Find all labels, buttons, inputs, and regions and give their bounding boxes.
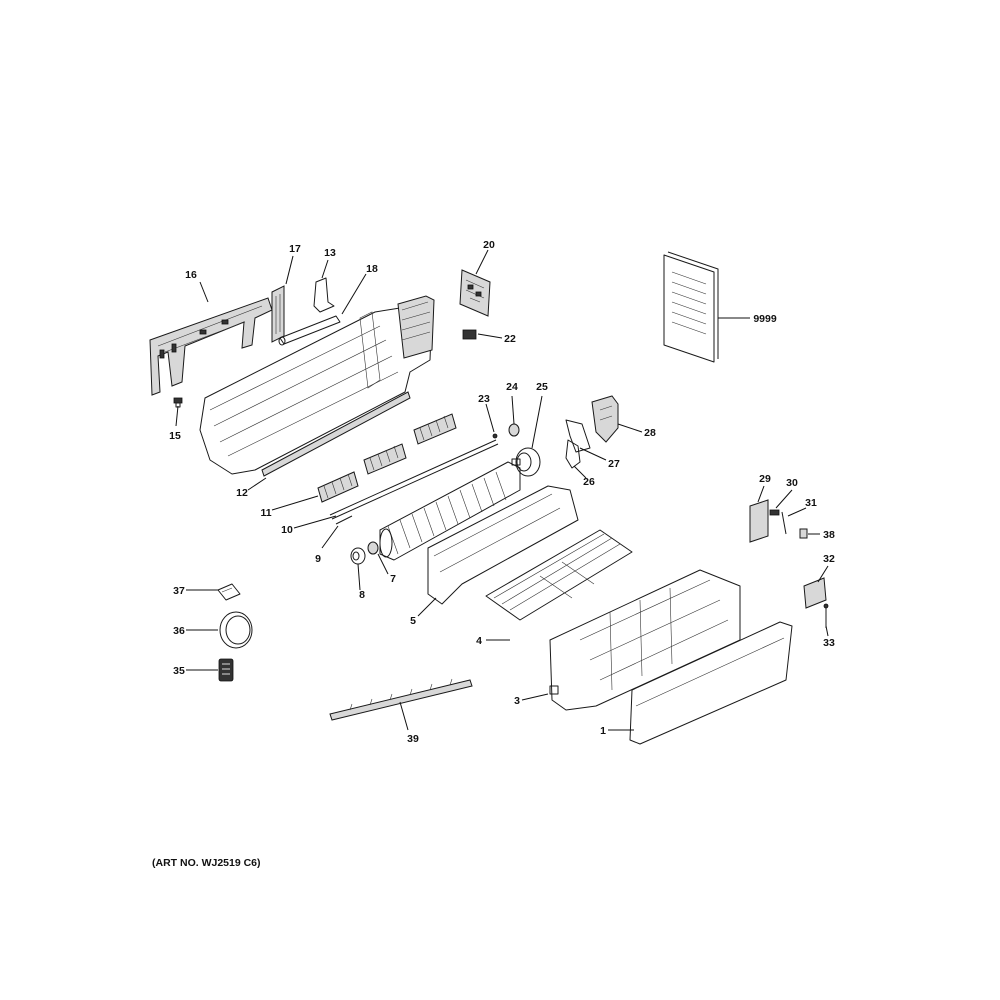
clip-part-13: [313, 277, 335, 313]
leader-lines: [175, 249, 829, 731]
callout-10: 10: [281, 524, 293, 536]
accessory-pack-part-37: [217, 583, 241, 601]
motor-cover-part-27: [565, 419, 591, 453]
callout-17: 17: [289, 243, 301, 255]
callout-labels: 1 3 4 5 7 8 9 10 11 12 13 15 16 17 18 20…: [169, 239, 835, 745]
bearing-holder-part-8: [350, 547, 366, 565]
bushing-part-24: [508, 423, 520, 437]
callout-28: 28: [644, 427, 656, 439]
callout-13: 13: [324, 247, 336, 259]
bracket-part-17: [271, 285, 285, 343]
callout-25: 25: [536, 381, 548, 393]
thermistor-part-38: [799, 528, 808, 539]
hose-coil-part-36: [219, 611, 253, 649]
callout-16: 16: [185, 269, 197, 281]
control-board-part-20: [459, 269, 491, 317]
mounting-plate-part-16: [149, 297, 273, 396]
linkage-rod-part-10: [329, 439, 499, 520]
callout-37: 37: [173, 585, 185, 597]
callout-15: 15: [169, 430, 181, 442]
front-housing-part-3: [549, 569, 741, 711]
drain-pan-part-5: [427, 485, 579, 605]
callout-3: 3: [514, 695, 520, 707]
callout-8: 8: [359, 589, 365, 601]
evaporator-chassis: [199, 295, 435, 475]
pin-part-23: [492, 433, 498, 439]
louver-assemblies-part-11: [317, 413, 457, 503]
callout-23: 23: [478, 393, 490, 405]
bearing-part-7: [367, 541, 379, 555]
blower-wheel: [379, 461, 521, 561]
vane-bar-part-12: [261, 391, 411, 477]
callout-36: 36: [173, 625, 185, 637]
rod-part-9: [335, 515, 353, 525]
callout-26: 26: [583, 476, 595, 488]
callout-5: 5: [410, 615, 416, 627]
control-box-part-32: [803, 577, 827, 609]
callout-27: 27: [608, 458, 620, 470]
screw-part-15: [173, 397, 183, 408]
front-panel-part-1: [629, 621, 793, 745]
callout-32: 32: [823, 553, 835, 565]
callout-38: 38: [823, 529, 835, 541]
callout-7: 7: [390, 573, 396, 585]
callout-9999: 9999: [753, 313, 777, 325]
connector-part-22: [462, 329, 477, 340]
art-number-label: (ART NO. WJ2519 C6): [152, 857, 261, 869]
callout-4: 4: [476, 635, 482, 647]
motor-bracket-part-26: [565, 439, 581, 469]
callout-33: 33: [823, 637, 835, 649]
manual-part-9999: [663, 251, 719, 363]
callout-12: 12: [236, 487, 248, 499]
callout-9: 9: [315, 553, 321, 565]
fan-motor-part-25: [511, 447, 541, 477]
callout-29: 29: [759, 473, 771, 485]
callout-20: 20: [483, 239, 495, 251]
remote-control-part-35: [218, 658, 234, 682]
callout-31: 31: [805, 497, 817, 509]
screw-part-33: [823, 603, 829, 628]
callout-11: 11: [260, 507, 271, 519]
display-board-part-29: [749, 499, 769, 543]
long-vane-part-39: [329, 678, 473, 721]
callout-24: 24: [506, 381, 518, 393]
air-filter-part-4: [485, 529, 633, 621]
callout-18: 18: [366, 263, 378, 275]
callout-39: 39: [407, 733, 419, 745]
motor-housing-part-28: [591, 395, 619, 443]
drain-hose-part-18: [278, 315, 341, 346]
sensor-part-30: [769, 509, 780, 516]
wire-part-31: [781, 511, 787, 535]
callout-35: 35: [173, 665, 185, 677]
callout-22: 22: [504, 333, 516, 345]
callout-1: 1: [600, 725, 606, 737]
callout-30: 30: [786, 477, 798, 489]
